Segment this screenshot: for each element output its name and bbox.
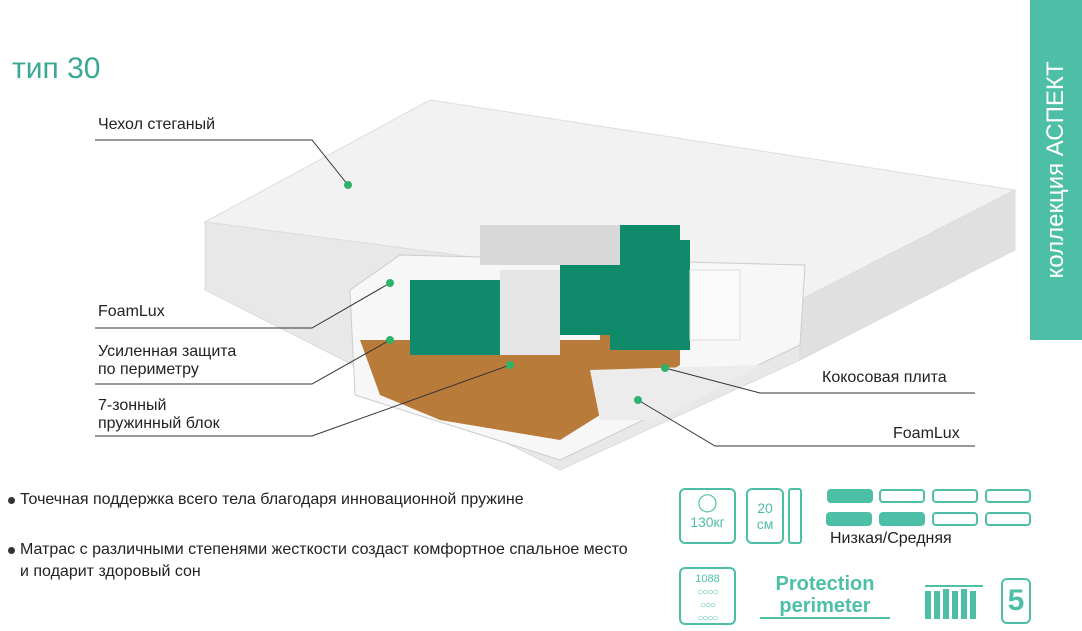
collection-banner: коллекция АСПЕКТ [1030,0,1082,340]
perimeter-text: perimeter [760,595,890,619]
height-unit: см [756,516,774,532]
label-springs-1: 7-зонный [98,397,167,414]
springs-icon: ○○○○○○○○○○○ [697,587,718,624]
label-foam-bottom: FoamLux [893,425,960,442]
spring-block [410,225,741,355]
zones-value: 5 [1007,584,1025,617]
spring-zones-icon [925,585,983,619]
height-badge: 20 см [746,488,784,544]
zones-badge: 5 [1001,578,1031,624]
firmness-label: Низкая/Средняя [830,530,952,547]
load-value: 130кг [690,514,725,530]
callout-lines [95,139,975,447]
protection-text: Protection [775,573,875,595]
load-badge: ◯ 130кг [679,488,736,544]
label-cover: Чехол стеганый [98,116,216,133]
kettlebell-icon: ◯ [697,492,718,512]
spring-count-badge: 1088 ○○○○○○○○○○○ [679,567,736,625]
protection-perimeter-badge: Protection perimeter [760,573,890,619]
page-title: тип 30 [12,52,101,85]
collection-label: коллекция АСПЕКТ [1042,61,1069,279]
spring-count: 1088 [695,573,720,585]
label-coconut: Кокосовая плита [822,369,947,386]
bullet-item: Матрас с различными степенями жесткости … [6,539,640,583]
label-foam-top: FoamLux [98,303,165,320]
label-springs-2: пружинный блок [98,415,220,432]
bullet-item: Точечная поддержка всего тела благодаря … [6,489,640,511]
label-perimeter-1: Усиленная защита [98,343,237,360]
mattress-illustration [95,99,1017,471]
height-value: 20 [757,500,773,516]
label-perimeter-2: по периметру [98,361,199,378]
ruler-icon [788,488,802,544]
